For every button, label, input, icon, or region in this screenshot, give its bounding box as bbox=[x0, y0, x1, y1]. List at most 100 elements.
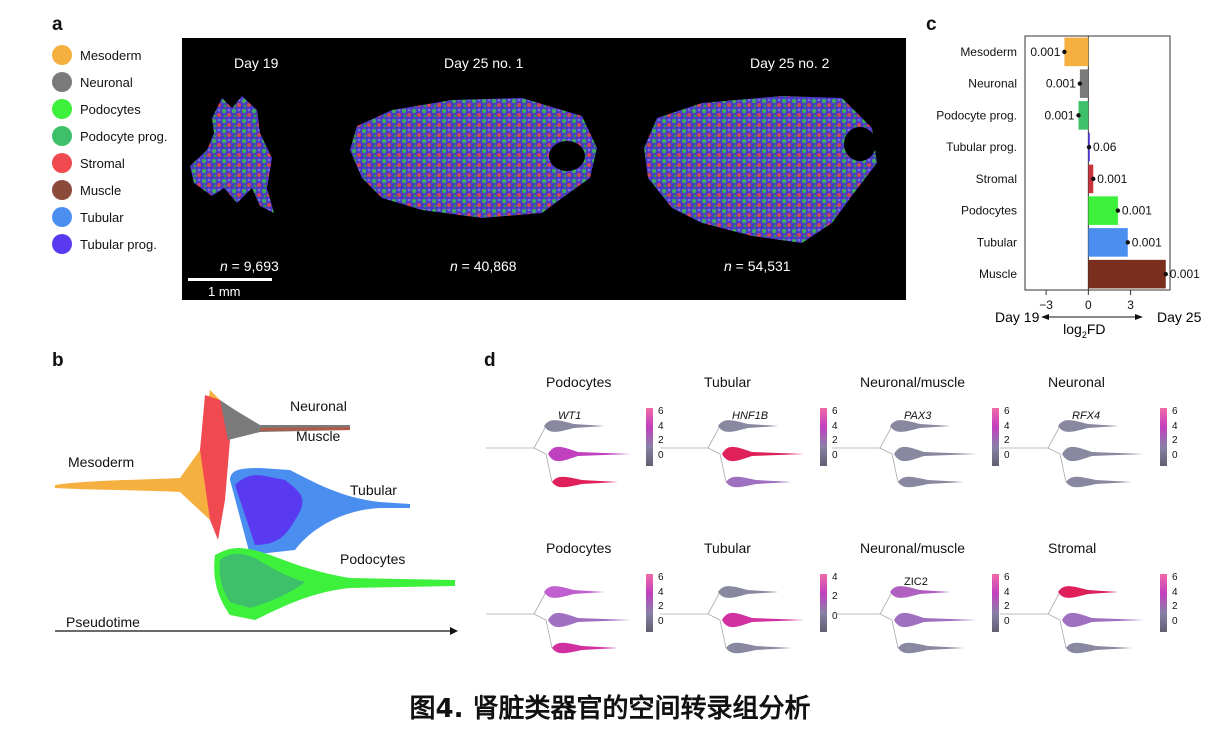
violin-shape bbox=[726, 642, 792, 654]
colorbar bbox=[992, 574, 999, 632]
colorbar-tick-label: 2 bbox=[1004, 435, 1010, 446]
x-axis-label: log2FD bbox=[1063, 321, 1105, 340]
label-neuronal: Neuronal bbox=[290, 398, 347, 414]
violin-title: Podocytes bbox=[546, 540, 612, 556]
p-value-label: 0.06 bbox=[1093, 140, 1117, 154]
stream-muscle bbox=[260, 427, 350, 431]
colorbar-tick-label: 2 bbox=[832, 591, 838, 603]
legend-item: Neuronal bbox=[52, 71, 133, 93]
violin-plot bbox=[486, 586, 631, 654]
colorbar-tick-label: 6 bbox=[1004, 406, 1010, 417]
violin-shape bbox=[894, 612, 977, 628]
scale-bar-label: 1 mm bbox=[208, 284, 241, 299]
colorbar-tick-label: 2 bbox=[658, 435, 664, 446]
dendrogram bbox=[1000, 591, 1067, 649]
gene-label: ZIC2 bbox=[904, 576, 928, 588]
violin-shape bbox=[898, 642, 964, 654]
legend-swatch bbox=[52, 126, 72, 146]
colorbar-tick-label: 2 bbox=[1004, 601, 1010, 612]
x-tick-label: 3 bbox=[1127, 298, 1134, 312]
violin-shape bbox=[890, 420, 951, 432]
gene-label: PAX3 bbox=[904, 410, 932, 422]
violin-shape bbox=[548, 446, 631, 462]
bar-point bbox=[1125, 240, 1130, 245]
violin-title: Podocytes bbox=[546, 374, 612, 390]
colorbar-tick-label: 4 bbox=[1004, 586, 1010, 598]
violin-shape bbox=[1066, 642, 1132, 654]
colorbar-tick-label: 6 bbox=[658, 406, 664, 417]
colorbar bbox=[820, 574, 827, 632]
bar-point bbox=[1076, 113, 1081, 118]
violin-plot bbox=[832, 586, 977, 654]
colorbar bbox=[1160, 408, 1167, 466]
legend-item: Podocyte prog. bbox=[52, 125, 167, 147]
gene-label: WT1 bbox=[558, 410, 582, 422]
category-label: Tubular bbox=[977, 235, 1017, 249]
bar bbox=[1078, 101, 1089, 130]
label-podocytes: Podocytes bbox=[340, 551, 406, 567]
p-value-label: 0.001 bbox=[1030, 45, 1060, 59]
section-title-day25-2: Day 25 no. 2 bbox=[750, 55, 830, 71]
legend-item: Tubular prog. bbox=[52, 233, 157, 255]
violin-plot bbox=[486, 420, 631, 488]
violin-shape bbox=[894, 446, 977, 462]
bar bbox=[1064, 37, 1089, 67]
panel-letter-a: a bbox=[52, 14, 63, 35]
label-tubular: Tubular bbox=[350, 482, 397, 498]
legend-item: Podocytes bbox=[52, 98, 141, 120]
legend-label: Tubular prog. bbox=[80, 236, 157, 252]
left-direction-label: Day 19 bbox=[995, 309, 1040, 325]
colorbar bbox=[646, 574, 653, 632]
bar bbox=[1088, 228, 1128, 257]
x-tick-label: 0 bbox=[1085, 298, 1092, 312]
chart-frame bbox=[1024, 35, 1171, 291]
legend-label: Tubular bbox=[80, 209, 124, 225]
violin-plot bbox=[660, 586, 805, 654]
cell-count-day19: n = 9,693 bbox=[220, 258, 279, 274]
dendrogram bbox=[1000, 425, 1067, 483]
bar-point bbox=[1077, 81, 1083, 86]
violin-shape bbox=[544, 586, 605, 598]
legend-swatch bbox=[52, 45, 72, 65]
violin-plot bbox=[832, 420, 977, 488]
colorbar-tick-label: 2 bbox=[1172, 601, 1178, 612]
colorbar-tick-label: 4 bbox=[1172, 420, 1178, 432]
violin-title: Neuronal/muscle bbox=[860, 540, 966, 556]
violin-shape bbox=[1066, 476, 1132, 488]
panel-letter-c: c bbox=[926, 14, 937, 35]
legend-swatch bbox=[52, 207, 72, 227]
dendrogram bbox=[486, 591, 553, 649]
colorbar-tick-label: 0 bbox=[1172, 615, 1178, 627]
colorbar bbox=[646, 408, 653, 466]
violin-title: Neuronal/muscle bbox=[860, 374, 966, 390]
dendrogram bbox=[832, 425, 899, 483]
violin-plot bbox=[660, 420, 805, 488]
category-label: Mesoderm bbox=[960, 45, 1017, 59]
section-day25-2 bbox=[644, 96, 877, 243]
pseudotime-trajectory bbox=[55, 390, 458, 635]
colorbar-tick-label: 6 bbox=[1172, 572, 1178, 583]
category-label: Tubular prog. bbox=[946, 140, 1017, 154]
bar-point bbox=[1163, 271, 1168, 277]
violin-shape bbox=[552, 642, 618, 654]
violin-title: Tubular bbox=[704, 374, 751, 390]
legend-swatch bbox=[52, 153, 72, 173]
p-value-label: 0.001 bbox=[1044, 108, 1074, 122]
legend-swatch bbox=[52, 99, 72, 119]
category-label: Stromal bbox=[976, 172, 1017, 186]
legend-item: Stromal bbox=[52, 152, 125, 174]
bar-point bbox=[1086, 144, 1092, 150]
colorbar-tick-label: 6 bbox=[1172, 406, 1178, 417]
dendrogram bbox=[660, 425, 727, 483]
stream-stromal bbox=[200, 395, 230, 540]
violin-shape bbox=[548, 612, 631, 628]
stream-podocyte-prog bbox=[219, 553, 305, 608]
gene-label: RFX4 bbox=[1072, 410, 1101, 422]
colorbar bbox=[820, 408, 827, 466]
legend-swatch bbox=[52, 72, 72, 92]
bar bbox=[1088, 259, 1166, 289]
colorbar-tick-label: 0 bbox=[1004, 615, 1010, 627]
scale-bar bbox=[188, 278, 272, 281]
bar-point bbox=[1115, 208, 1121, 213]
